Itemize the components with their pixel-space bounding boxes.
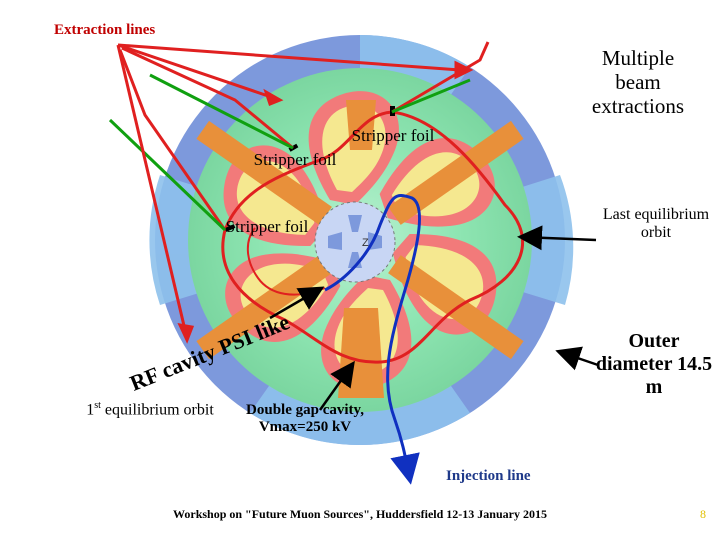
last-equilibrium-orbit-label: Last equilibrium orbit: [600, 206, 712, 243]
first-equilibrium-orbit-label: 1st equilibrium orbit: [80, 400, 220, 420]
outer-diameter-label: Outer diameter 14.5 m: [594, 330, 714, 399]
multiple-beam-extractions-label: Multiple beam extractions: [578, 46, 698, 118]
double-gap-cavity-bottom: [338, 308, 384, 398]
double-gap-cavity-label: Double gap cavity, Vmax=250 kV: [235, 402, 375, 437]
outer-diameter-pointer: [560, 352, 598, 365]
central-region: [315, 202, 395, 282]
stripper-foil-label-2: Stripper foil: [348, 126, 438, 146]
stripper-foil-label-1: Stripper foil: [250, 150, 340, 170]
injection-line-label: Injection line: [446, 468, 531, 485]
extraction-lines-label: Extraction lines: [54, 22, 155, 39]
stripper-foil-label-3: Stripper foil: [222, 217, 312, 237]
first-orbit-text: equilibrium orbit: [101, 401, 214, 418]
first-orbit-ordinal: st: [94, 400, 101, 411]
page-number: 8: [700, 508, 706, 522]
slide-footer: Workshop on "Future Muon Sources", Hudde…: [0, 508, 720, 522]
